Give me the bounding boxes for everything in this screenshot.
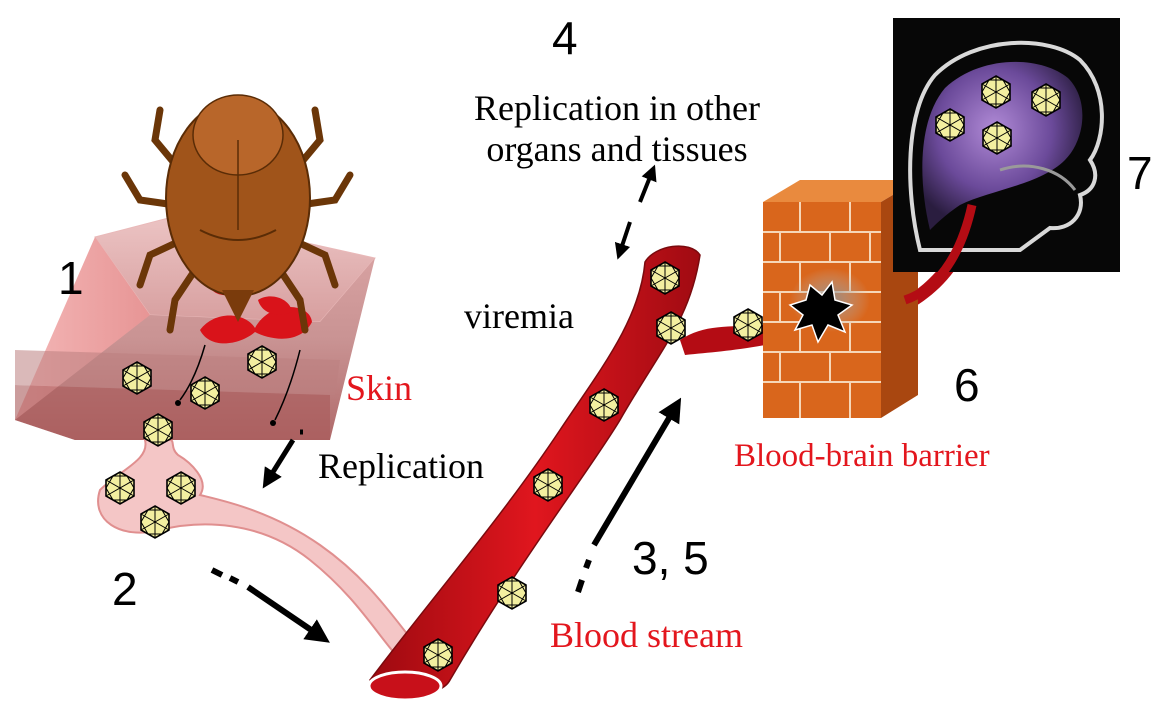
virus-particle-icon	[144, 414, 172, 446]
step-4-label: 4	[552, 15, 578, 61]
virus-particle-icon	[534, 469, 562, 501]
virus-particle-icon	[651, 262, 679, 294]
virus-particle-icon	[141, 506, 169, 538]
virus-particle-icon	[982, 76, 1010, 108]
other-organs-line-1: Replication in other	[444, 88, 790, 129]
step-2-label: 2	[112, 566, 138, 612]
brain-mri-icon	[893, 18, 1120, 272]
virus-particle-icon	[1032, 84, 1060, 116]
virus-particle-icon	[167, 472, 195, 504]
step-3-5-label: 3, 5	[632, 535, 709, 581]
virus-particle-icon	[657, 312, 685, 344]
virus-particle-icon	[106, 472, 134, 504]
replication-label: Replication	[318, 448, 484, 484]
other-organs-label: Replication in other organs and tissues	[444, 88, 790, 171]
virus-particle-icon	[248, 346, 276, 378]
virus-particle-icon	[936, 109, 964, 141]
virus-particle-icon	[734, 309, 762, 341]
virus-particle-icon	[191, 377, 219, 409]
step-7-label: 7	[1127, 150, 1153, 196]
blood-stream-label: Blood stream	[550, 617, 743, 653]
other-organs-line-2: organs and tissues	[444, 129, 790, 170]
virus-particle-icon	[424, 639, 452, 671]
virus-particle-icon	[983, 122, 1011, 154]
step-6-label: 6	[954, 362, 980, 408]
virus-particle-icon	[590, 389, 618, 421]
blood-brain-barrier-label: Blood-brain barrier	[734, 440, 990, 473]
virus-particle-icon	[123, 362, 151, 394]
skin-label: Skin	[346, 370, 412, 406]
virus-particle-icon	[498, 577, 526, 609]
viremia-label: viremia	[464, 298, 574, 334]
step-1-label: 1	[58, 255, 84, 301]
